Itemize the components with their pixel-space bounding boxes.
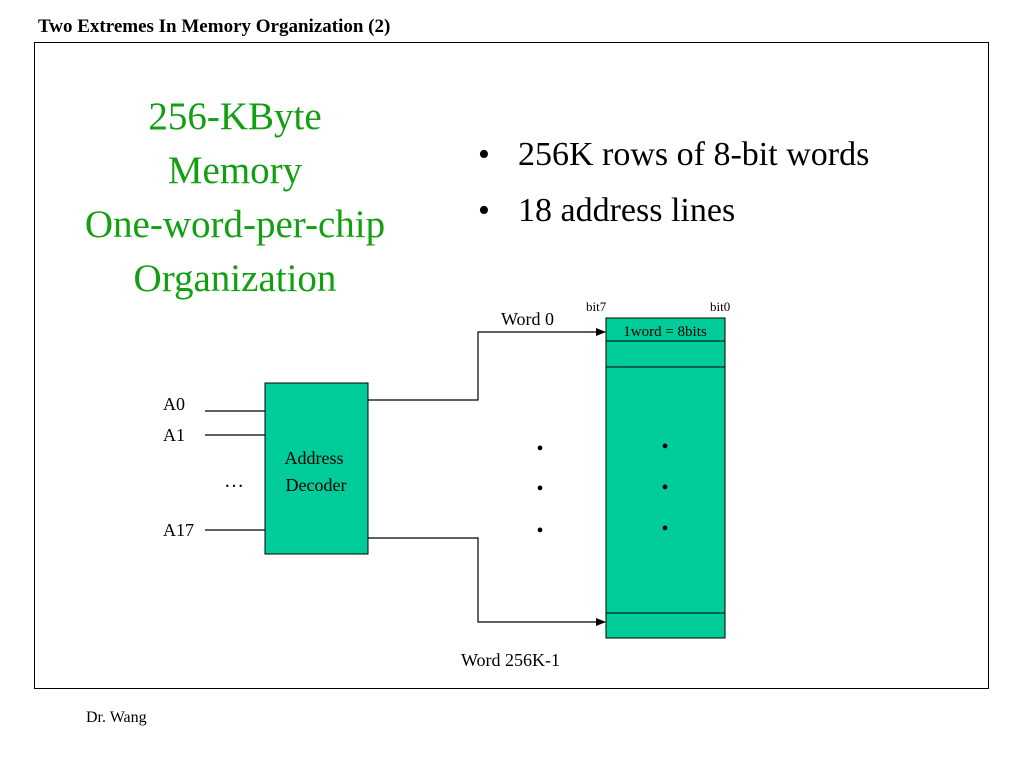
slide-title: 256-KByte Memory One-word-per-chip Organ… (40, 90, 430, 306)
bullet-text: 18 address lines (518, 192, 736, 229)
slide-title-line-2: Memory (167, 149, 303, 192)
decoder-label-line-1: Address (285, 448, 344, 468)
decoder-label-line-2: Decoder (286, 475, 347, 495)
word-0-label: Word 0 (501, 309, 554, 329)
slide-title-line-4: Organization (133, 257, 337, 300)
bullet-marker: • (478, 192, 490, 229)
gap-dot: • (536, 520, 543, 542)
input-label-a1: A1 (163, 425, 185, 445)
slide-title-line-1: 256-KByte (148, 95, 322, 138)
word-last-label: Word 256K-1 (461, 650, 560, 670)
bullet-marker: • (478, 136, 490, 173)
bullet-item: • 18 address lines (478, 183, 869, 239)
word-row-label: 1word = 8bits (623, 324, 707, 340)
word-0-select-arrow (368, 328, 606, 401)
word-last-select-arrow (368, 537, 606, 626)
memory-dot: • (661, 518, 668, 540)
slide-frame (34, 42, 989, 689)
bullet-text: 256K rows of 8-bit words (518, 136, 870, 173)
footer-author: Dr. Wang (86, 709, 147, 726)
memory-dot: • (661, 436, 668, 458)
input-label-a17: A17 (163, 520, 194, 540)
input-ellipsis: … (224, 470, 244, 492)
slide-title-line-3: One-word-per-chip (84, 203, 386, 246)
bullet-list: • 256K rows of 8-bit words • 18 address li… (478, 127, 869, 239)
bit7-label: bit7 (586, 299, 607, 314)
memory-dot: • (661, 477, 668, 499)
address-decoder-box (264, 382, 369, 555)
memory-array (605, 317, 726, 639)
gap-dot: • (536, 478, 543, 500)
bit0-label: bit0 (710, 299, 730, 314)
page-header-title: Two Extremes In Memory Organization (2) (38, 16, 391, 37)
bullet-item: • 256K rows of 8-bit words (478, 127, 869, 183)
input-label-a0: A0 (163, 394, 185, 414)
gap-dot: • (536, 438, 543, 460)
